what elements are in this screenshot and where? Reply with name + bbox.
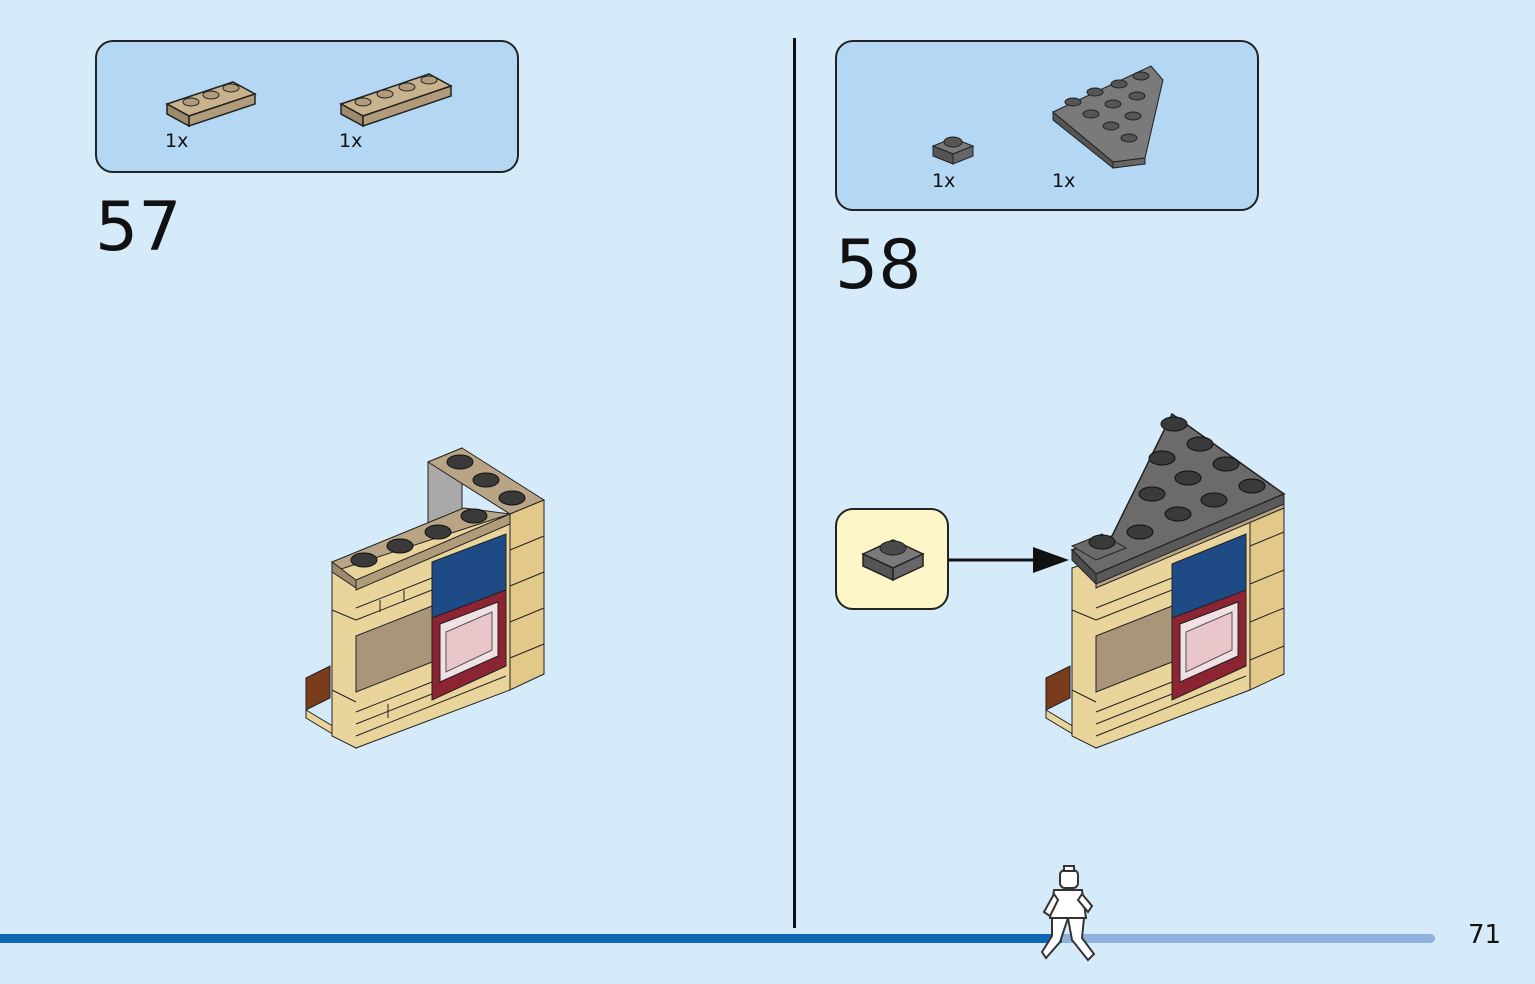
tan-plate-1x4-icon xyxy=(339,73,453,128)
wall-assembly-step-58 xyxy=(1045,412,1286,749)
tan-plate-1x3-icon xyxy=(165,81,257,128)
wall-assembly-step-57 xyxy=(305,447,546,749)
gray-plate-1x1-icon xyxy=(861,539,925,582)
arrow-icon xyxy=(949,547,1069,573)
progress-bar xyxy=(0,934,1435,943)
part-quantity: 1x xyxy=(1052,170,1076,192)
step-number: 57 xyxy=(95,188,182,267)
step-number: 58 xyxy=(835,226,922,305)
part-quantity: 1x xyxy=(932,170,956,192)
part-quantity: 1x xyxy=(339,130,363,152)
minifigure-icon xyxy=(1040,865,1096,962)
part-quantity: 1x xyxy=(165,130,189,152)
parts-list-step-58: 1x 1x xyxy=(835,40,1259,211)
callout-new-part xyxy=(835,508,949,610)
gray-plate-1x1-icon xyxy=(931,136,975,165)
page-number: 71 xyxy=(1468,920,1502,950)
gray-wedge-plate-icon xyxy=(1052,65,1164,170)
progress-bar-fill xyxy=(0,934,1062,943)
page-divider xyxy=(793,38,796,928)
parts-list-step-57: 1x 1x xyxy=(95,40,519,173)
